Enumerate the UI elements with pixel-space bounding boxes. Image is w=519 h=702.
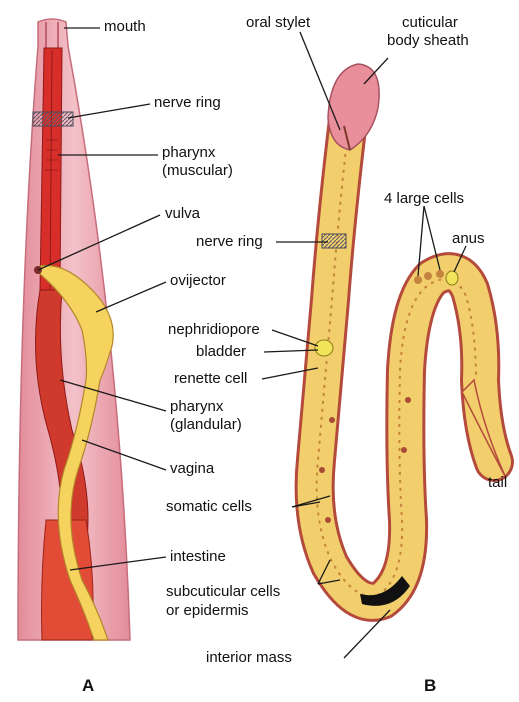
panel-label-b: B bbox=[424, 676, 436, 696]
nerve-ring-a bbox=[33, 112, 73, 126]
label-pharynx-glandular-1: pharynx bbox=[170, 398, 223, 415]
label-pharynx-muscular-1: pharynx bbox=[162, 144, 215, 161]
label-pharynx-glandular-2: (glandular) bbox=[170, 416, 242, 433]
label-oral-stylet: oral stylet bbox=[246, 14, 310, 31]
label-nerve-ring-a: nerve ring bbox=[154, 94, 221, 111]
label-cuticular-2: body sheath bbox=[387, 32, 469, 49]
label-vagina: vagina bbox=[170, 460, 214, 477]
label-renette-cell: renette cell bbox=[174, 370, 247, 387]
label-subcuticular-2: or epidermis bbox=[166, 602, 249, 619]
cuticular-sheath bbox=[328, 64, 379, 150]
label-pharynx-muscular-2: (muscular) bbox=[162, 162, 233, 179]
label-cuticular-1: cuticular bbox=[402, 14, 458, 31]
panel-label-a: A bbox=[82, 676, 94, 696]
label-anus: anus bbox=[452, 230, 485, 247]
label-intestine: intestine bbox=[170, 548, 226, 565]
label-tail: tail bbox=[488, 474, 507, 491]
label-bladder: bladder bbox=[196, 343, 246, 360]
worm-b bbox=[315, 64, 506, 606]
label-vulva: vulva bbox=[165, 205, 200, 222]
bladder-b bbox=[315, 340, 333, 356]
anus-b bbox=[446, 271, 458, 285]
label-ovijector: ovijector bbox=[170, 272, 226, 289]
label-interior-mass: interior mass bbox=[206, 649, 292, 666]
label-mouth: mouth bbox=[104, 18, 146, 35]
label-large-cells: 4 large cells bbox=[384, 190, 464, 207]
anterior-body-a bbox=[18, 19, 130, 640]
label-nephridiopore: nephridiopore bbox=[168, 321, 260, 338]
label-somatic-cells: somatic cells bbox=[166, 498, 252, 515]
label-subcuticular-1: subcuticular cells bbox=[166, 583, 280, 600]
label-nerve-ring-b: nerve ring bbox=[196, 233, 263, 250]
nerve-ring-b bbox=[322, 234, 346, 248]
